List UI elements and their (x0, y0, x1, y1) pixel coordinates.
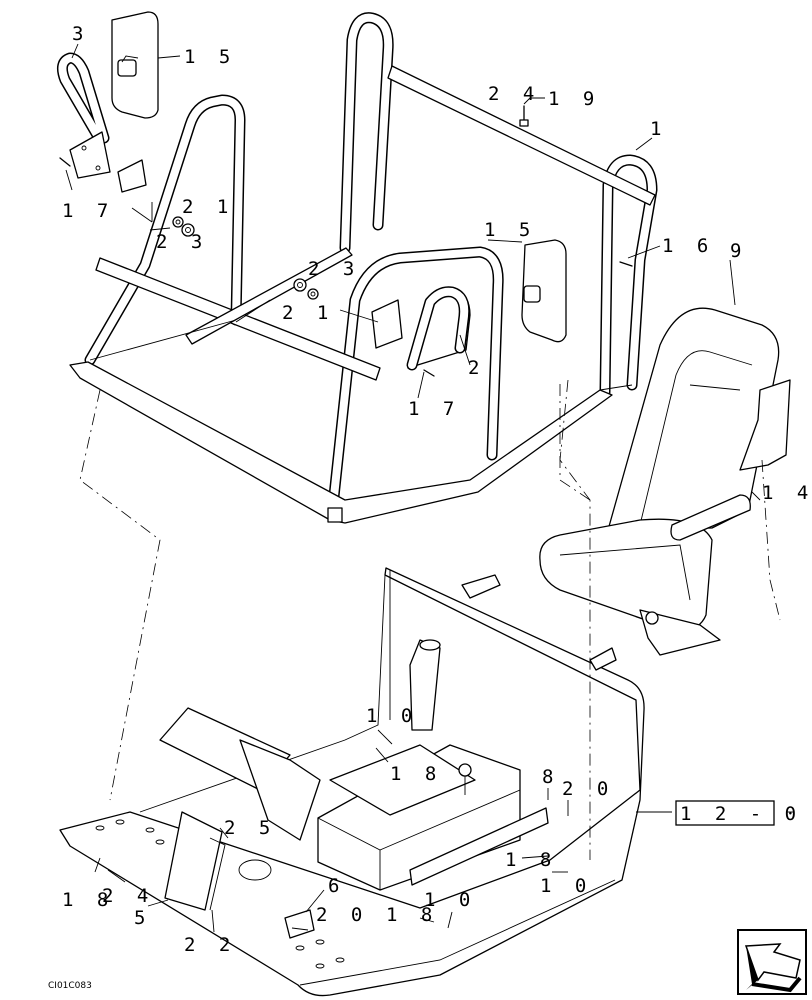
mirror-top-left (111, 11, 159, 119)
callout-24-bottom: 2 4 (102, 885, 154, 907)
callout-19: 1 9 (548, 88, 600, 110)
callout-3: 3 (72, 23, 89, 45)
reference-box-label: 1 2 - 0 1 3 (680, 803, 812, 825)
callout-15-right: 1 5 (484, 219, 536, 241)
assembly-lines (79, 379, 781, 860)
callout-15-top: 1 5 (184, 46, 236, 68)
callout-17-center: 1 7 (408, 398, 460, 420)
drawing-code: CI01C083 (48, 981, 92, 991)
callout-18-bottom: 1 8 (386, 904, 438, 926)
callout-24-top: 2 4 (488, 83, 540, 105)
page-turn-arrow-icon[interactable] (737, 929, 807, 995)
callout-9: 9 (730, 240, 747, 262)
callout-8: 8 (542, 766, 559, 788)
callout-25: 2 5 (224, 817, 276, 839)
leader-lines (65, 43, 761, 933)
callout-2: 2 (468, 357, 485, 379)
floor-platform (59, 567, 645, 997)
callout-18-right: 1 8 (505, 849, 557, 871)
callout-18-top: 1 8 (390, 763, 442, 785)
callout-21-center: 2 1 (282, 302, 334, 324)
fasteners-cab (59, 105, 633, 377)
reference-box: 1 2 - 0 1 3 (675, 800, 812, 826)
callout-20-right: 2 0 (562, 778, 614, 800)
callout-10-bottom: 1 0 (424, 889, 476, 911)
callout-22: 2 2 (184, 934, 236, 956)
callout-1: 1 (650, 118, 667, 140)
callout-10-top: 1 0 (366, 705, 418, 727)
callout-23-left: 2 3 (156, 231, 208, 253)
callout-5: 5 (134, 907, 151, 929)
callout-10-right: 1 0 (540, 875, 592, 897)
callout-17-left: 1 7 (62, 200, 114, 222)
callout-16: 1 6 (662, 235, 714, 257)
mounting-plate-left (117, 159, 147, 193)
grab-handle-2 (371, 286, 471, 371)
callout-21-left: 2 1 (182, 196, 234, 218)
callout-18-left: 1 8 (62, 889, 114, 911)
callout-14: 1 4 (762, 482, 812, 504)
grab-handle-3 (56, 52, 111, 179)
callout-6: 6 (328, 875, 345, 897)
operator-seat (539, 307, 791, 656)
callout-20-bottom: 2 0 (316, 904, 368, 926)
mirror-right (521, 239, 567, 343)
callout-labels: 3 1 5 2 4 1 9 1 1 7 2 1 2 3 1 5 1 6 9 2 … (62, 23, 812, 956)
callout-23-center: 2 3 (308, 258, 360, 280)
cab-frame (69, 12, 658, 524)
